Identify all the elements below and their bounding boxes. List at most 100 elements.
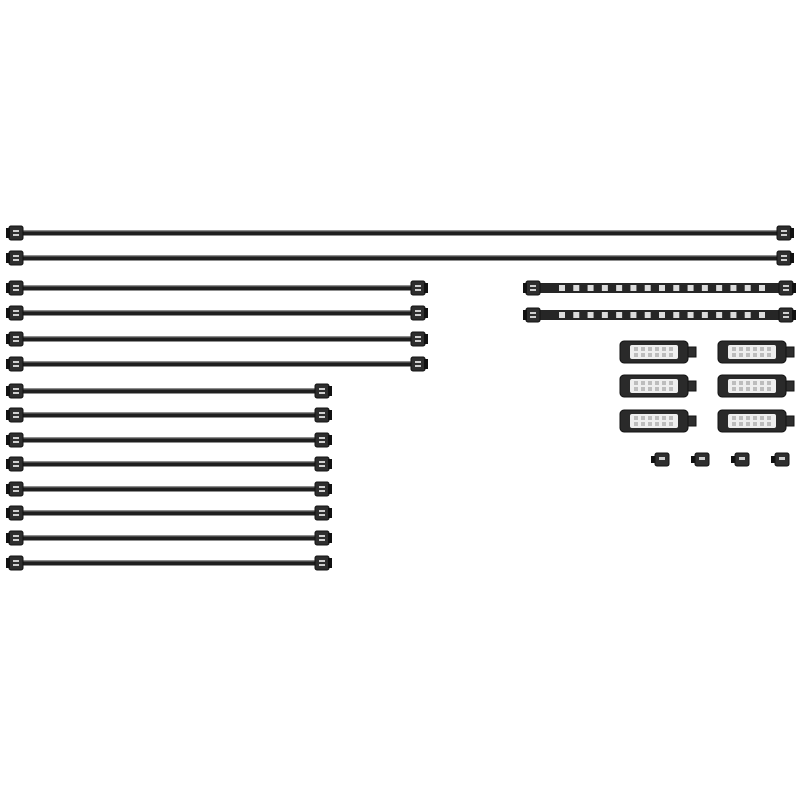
led-pod-lights: [619, 340, 795, 433]
cable-connector-right: [410, 280, 428, 296]
pod-led: [634, 381, 638, 385]
pod-led: [753, 387, 757, 391]
led-pod: [717, 340, 795, 364]
led-chip: [573, 312, 580, 318]
medium-cable: [6, 356, 428, 372]
pod-led: [655, 347, 659, 351]
pod-led: [767, 353, 771, 357]
pod-led: [767, 387, 771, 391]
pod-led: [767, 381, 771, 385]
connector-end-caps: [651, 452, 790, 467]
end-cap: [691, 452, 710, 467]
pod-led: [648, 353, 652, 357]
led-chip: [759, 312, 765, 318]
led-chip: [587, 312, 594, 318]
pod-led: [732, 422, 736, 426]
pod-led: [732, 353, 736, 357]
cable-connector-right: [314, 407, 332, 423]
led-chip: [687, 285, 694, 291]
end-cap: [731, 452, 750, 467]
led-chip: [659, 312, 665, 318]
pod-led: [739, 347, 743, 351]
short-cable: [6, 407, 332, 423]
led-chip: [730, 285, 737, 291]
pod-led: [669, 422, 673, 426]
medium-cable: [6, 305, 428, 321]
pod-led: [732, 387, 736, 391]
pod-led: [641, 416, 645, 420]
cable-connector-left: [6, 383, 24, 399]
pod-led: [746, 422, 750, 426]
pod-led: [760, 387, 764, 391]
led-chip: [759, 285, 765, 291]
strip-connector-right: [778, 280, 796, 296]
pod-led: [767, 416, 771, 420]
led-chip: [616, 312, 623, 318]
cable-connector-right: [314, 481, 332, 497]
pod-led: [655, 381, 659, 385]
cable-connector-right: [410, 305, 428, 321]
pod-led: [760, 353, 764, 357]
led-chip: [730, 312, 737, 318]
pod-led: [634, 422, 638, 426]
pod-led: [634, 347, 638, 351]
led-pod: [619, 374, 697, 398]
pod-led: [669, 353, 673, 357]
long-cable: [6, 225, 794, 241]
pod-led: [648, 416, 652, 420]
short-cable: [6, 456, 332, 472]
pod-led: [760, 416, 764, 420]
pod-led: [767, 422, 771, 426]
cable-connector-left: [6, 481, 24, 497]
strip-connector-left: [523, 307, 541, 323]
pod-led: [648, 347, 652, 351]
pod-led: [669, 347, 673, 351]
led-chip: [644, 312, 651, 318]
long-cable: [6, 250, 794, 266]
pod-led: [746, 347, 750, 351]
led-chip: [673, 312, 680, 318]
short-cable: [6, 383, 332, 399]
pod-led: [662, 416, 666, 420]
led-light-strips: [523, 280, 796, 323]
short-cable: [6, 530, 332, 546]
cable-connector-left: [6, 331, 24, 347]
pod-led: [753, 347, 757, 351]
cable-connector-right: [776, 225, 794, 241]
pod-led: [648, 422, 652, 426]
short-cable: [6, 555, 332, 571]
short-cable: [6, 432, 332, 448]
pod-led: [739, 381, 743, 385]
pod-led: [648, 387, 652, 391]
short-cable: [6, 481, 332, 497]
pod-led: [767, 347, 771, 351]
led-pod: [717, 409, 795, 433]
pod-led: [760, 347, 764, 351]
led-pod: [717, 374, 795, 398]
led-chip: [630, 285, 637, 291]
cable-connector-right: [314, 530, 332, 546]
led-chip: [601, 312, 608, 318]
pod-led: [732, 347, 736, 351]
pod-led: [739, 422, 743, 426]
pod-led: [662, 422, 666, 426]
cable-connector-right: [776, 250, 794, 266]
led-strip: [523, 307, 796, 323]
led-chip: [630, 312, 637, 318]
pod-led: [655, 416, 659, 420]
medium-cable: [6, 331, 428, 347]
pod-led: [669, 387, 673, 391]
end-cap: [771, 452, 790, 467]
pod-led: [739, 353, 743, 357]
led-chip: [659, 285, 665, 291]
led-chip: [644, 285, 651, 291]
end-cap: [651, 452, 670, 467]
cable-connector-left: [6, 280, 24, 296]
cable-connector-right: [314, 505, 332, 521]
led-chip: [559, 312, 565, 318]
led-chip: [744, 285, 751, 291]
cable-connector-left: [6, 432, 24, 448]
pod-led: [753, 353, 757, 357]
